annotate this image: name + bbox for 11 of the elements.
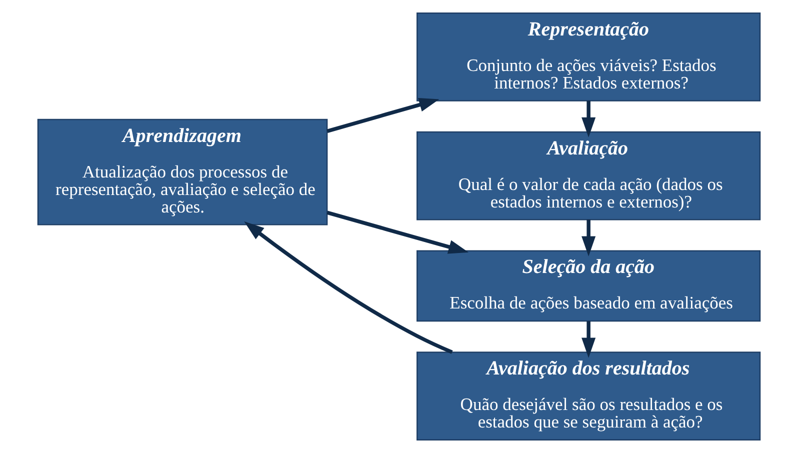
arrow <box>326 210 469 254</box>
node-box: Aprendizagem Atualização dos processos de representação, avaliação e seleção de ações. <box>37 118 328 226</box>
arrow <box>244 221 453 354</box>
arrow <box>582 220 596 256</box>
node-box: Representação Conjunto de ações viáveis? Estados internos? Estados externos? <box>416 12 761 102</box>
node-box: Avaliação dos resultados Quão desejável são os resultados e os estados que se seguiram à ação? <box>416 352 761 440</box>
node-box: Seleção da ação Escolha de ações baseado em avaliações <box>416 250 761 322</box>
arrow <box>326 98 440 133</box>
arrow <box>582 100 596 138</box>
arrow <box>582 321 596 358</box>
node-box: Avaliação Qual é o valor de cada ação (dados os estados internos e externos)? <box>416 131 761 220</box>
